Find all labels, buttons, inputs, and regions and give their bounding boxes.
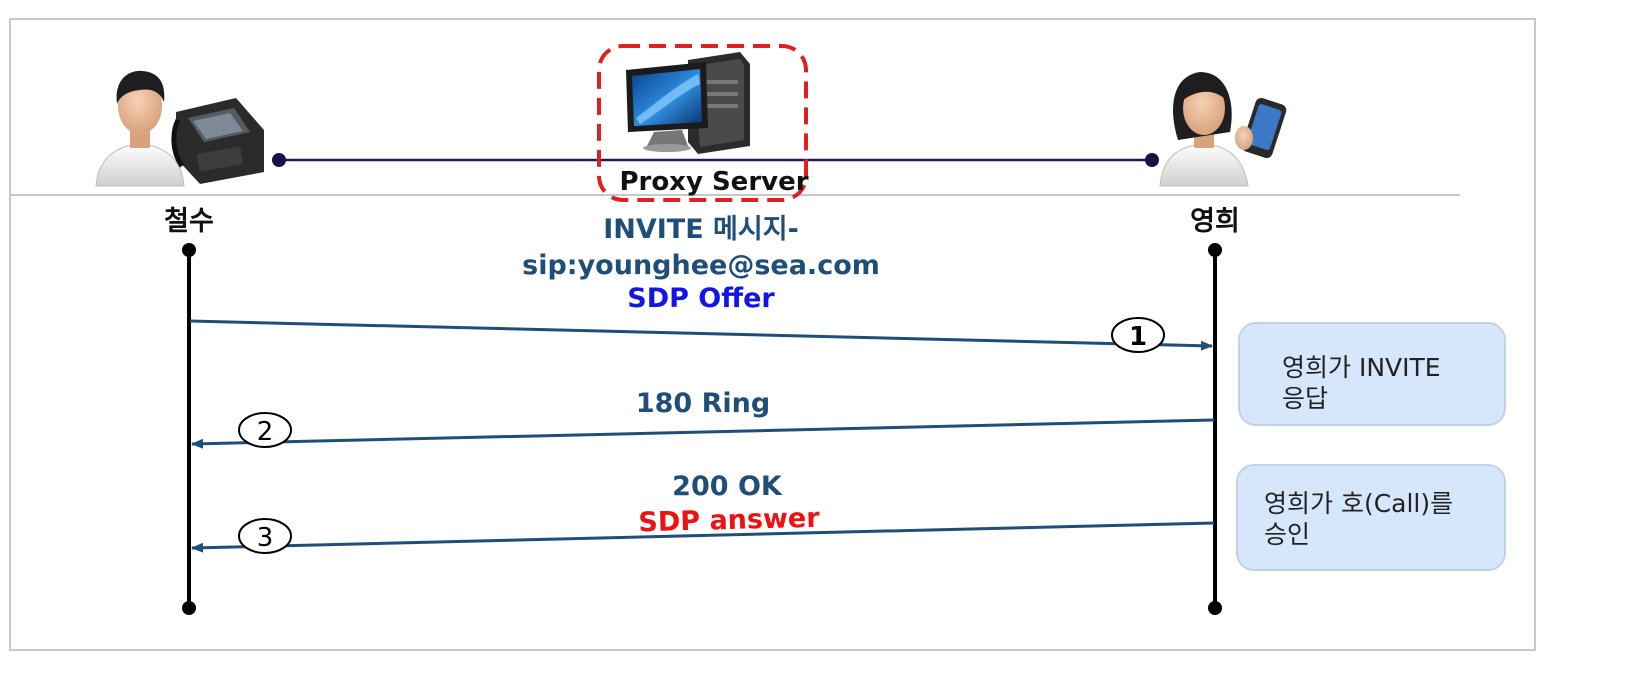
step-marker-3 — [238, 518, 292, 554]
note-invite-response-line1: 영희가 INVITE — [1282, 353, 1441, 382]
desktop-computer-icon — [626, 52, 750, 154]
step-marker-1 — [1111, 317, 1165, 353]
lifeline-left-start — [182, 243, 196, 257]
lifeline-right-start — [1208, 243, 1222, 257]
message-ok-label: 200 OK — [672, 471, 782, 502]
step-label-3: 3 — [257, 523, 274, 553]
link-endpoint-left — [272, 153, 286, 167]
man-with-desk-phone-icon — [95, 70, 264, 187]
woman-with-mobile-phone-icon — [1159, 72, 1287, 187]
note-call-accepted-line1: 영희가 호(Call)를 — [1264, 489, 1454, 518]
actor-name-left: 철수 — [164, 206, 214, 237]
diagram-frame — [9, 18, 1536, 651]
note-invite-response-line2: 응답 — [1282, 384, 1329, 414]
lifeline-right-end — [1208, 601, 1222, 615]
step-label-2: 2 — [257, 417, 274, 447]
message-arrow-invite — [189, 319, 1213, 351]
message-invite-sdp: SDP Offer — [627, 283, 775, 314]
proxy-server-label: Proxy Server — [619, 167, 809, 197]
message-invite-line1: INVITE 메시지- — [603, 214, 799, 245]
link-endpoint-right — [1145, 153, 1159, 167]
note-invite-response: 영희가 INVITE 응답 — [1238, 322, 1506, 426]
proxy-server-frame — [597, 44, 808, 202]
message-arrow-ok — [191, 521, 1215, 553]
lifeline-left-end — [182, 601, 196, 615]
message-ok-sdp: SDP answer — [638, 502, 820, 539]
note-call-accepted-line2: 승인 — [1264, 520, 1311, 550]
actor-name-right: 영희 — [1190, 206, 1240, 237]
message-invite-line2: sip:younghee@sea.com — [522, 250, 880, 281]
message-arrow-ring — [191, 418, 1215, 449]
step-label-1: 1 — [1129, 322, 1147, 352]
step-marker-2 — [238, 412, 292, 448]
note-call-accepted: 영희가 호(Call)를 승인 — [1236, 464, 1506, 571]
message-ring-label: 180 Ring — [635, 388, 771, 419]
